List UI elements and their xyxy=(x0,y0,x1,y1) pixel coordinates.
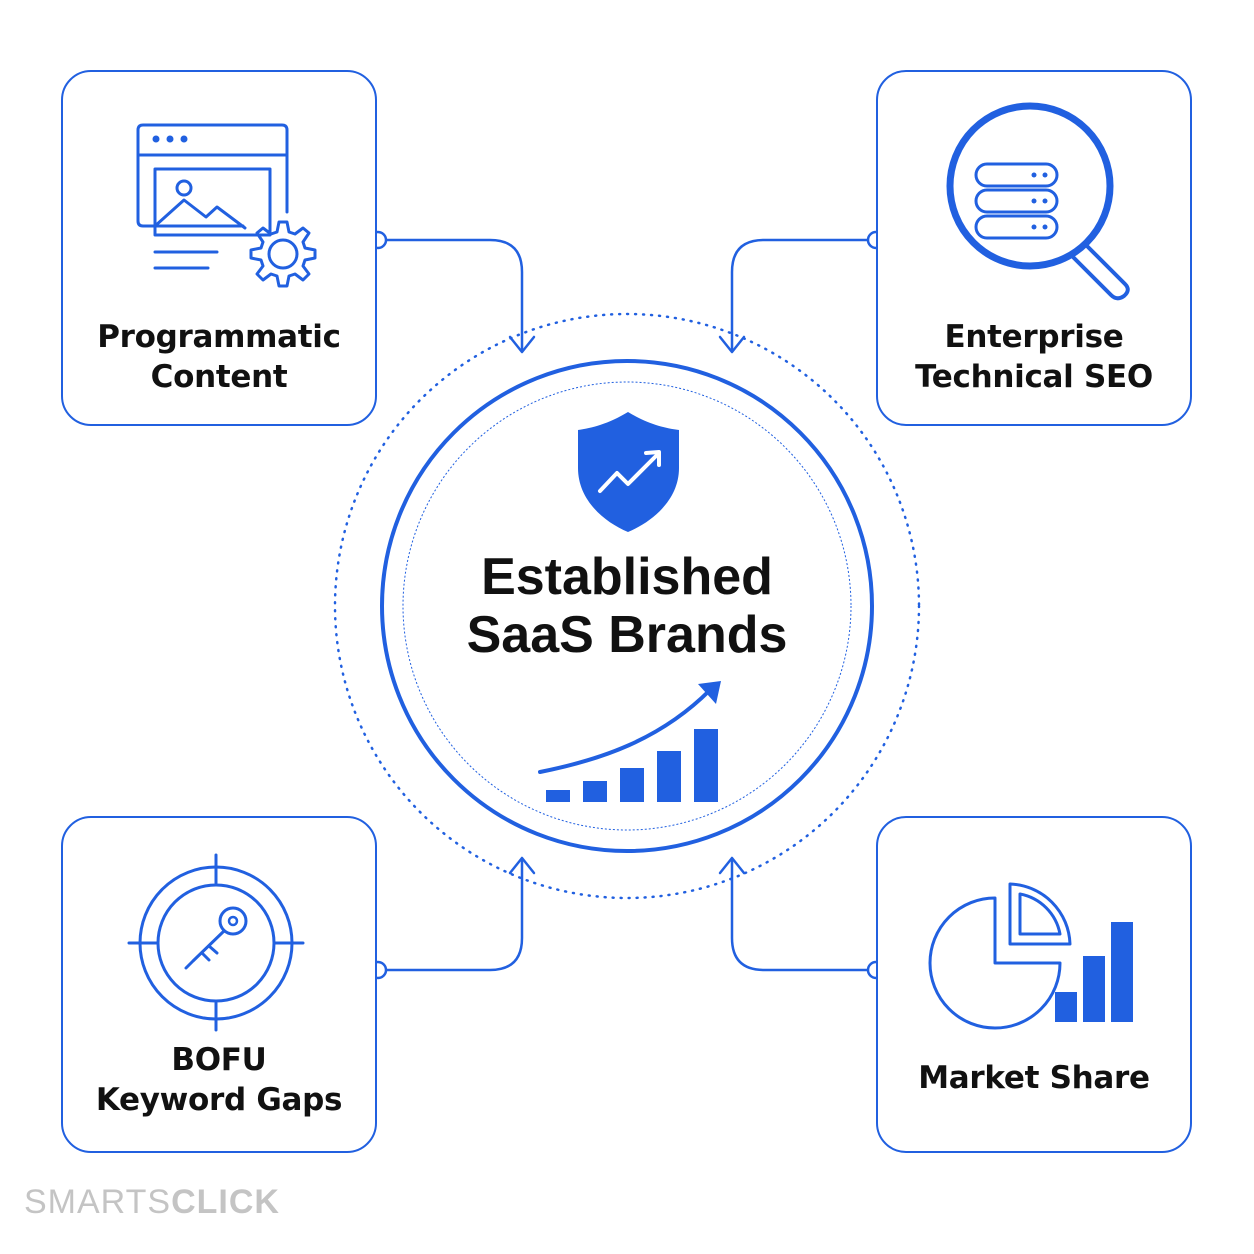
label-line-1: BOFU xyxy=(171,1042,267,1078)
inner-dotted-ring xyxy=(402,381,852,831)
card-label-market-share: Market Share xyxy=(878,1058,1190,1098)
center-title-line-2: SaaS Brands xyxy=(466,606,788,664)
watermark-bold: CLICK xyxy=(171,1183,280,1221)
connector-top-left xyxy=(368,230,536,354)
card-bofu-keyword-gaps: BOFU Keyword Gaps xyxy=(61,816,377,1153)
label-line-2: Keyword Gaps xyxy=(95,1082,343,1118)
connector-bottom-left xyxy=(368,856,536,980)
center-circle xyxy=(380,359,874,853)
webpage-settings-icon xyxy=(136,123,317,288)
connector-bottom-right xyxy=(718,856,886,980)
label-line-1: Market Share xyxy=(918,1060,1150,1096)
label-line-2: Technical SEO xyxy=(915,359,1153,395)
center-title-line-1: Established xyxy=(481,548,773,606)
shield-growth-icon xyxy=(578,412,679,532)
target-key-icon xyxy=(127,853,305,1032)
center-title: Established SaaS Brands xyxy=(427,548,827,664)
watermark-light: SMARTS xyxy=(24,1183,172,1221)
label-line-1: Programmatic xyxy=(97,319,341,355)
server-search-icon xyxy=(946,102,1130,301)
label-line-2: Content xyxy=(150,359,288,395)
connector-top-right xyxy=(718,230,886,354)
card-programmatic-content: Programmatic Content xyxy=(61,70,377,426)
card-label-bofu: BOFU Keyword Gaps xyxy=(63,1040,375,1120)
card-label-enterprise-seo: Enterprise Technical SEO xyxy=(878,317,1190,397)
outer-dotted-ring xyxy=(333,312,921,900)
smartclick-watermark: SMARTSCLICK xyxy=(24,1183,280,1222)
card-enterprise-technical-seo: Enterprise Technical SEO xyxy=(876,70,1192,426)
label-line-1: Enterprise xyxy=(944,319,1124,355)
card-market-share: Market Share xyxy=(876,816,1192,1153)
pie-bar-chart-icon xyxy=(928,882,1133,1030)
growth-bars-icon xyxy=(538,681,721,802)
card-label-programmatic-content: Programmatic Content xyxy=(63,317,375,397)
